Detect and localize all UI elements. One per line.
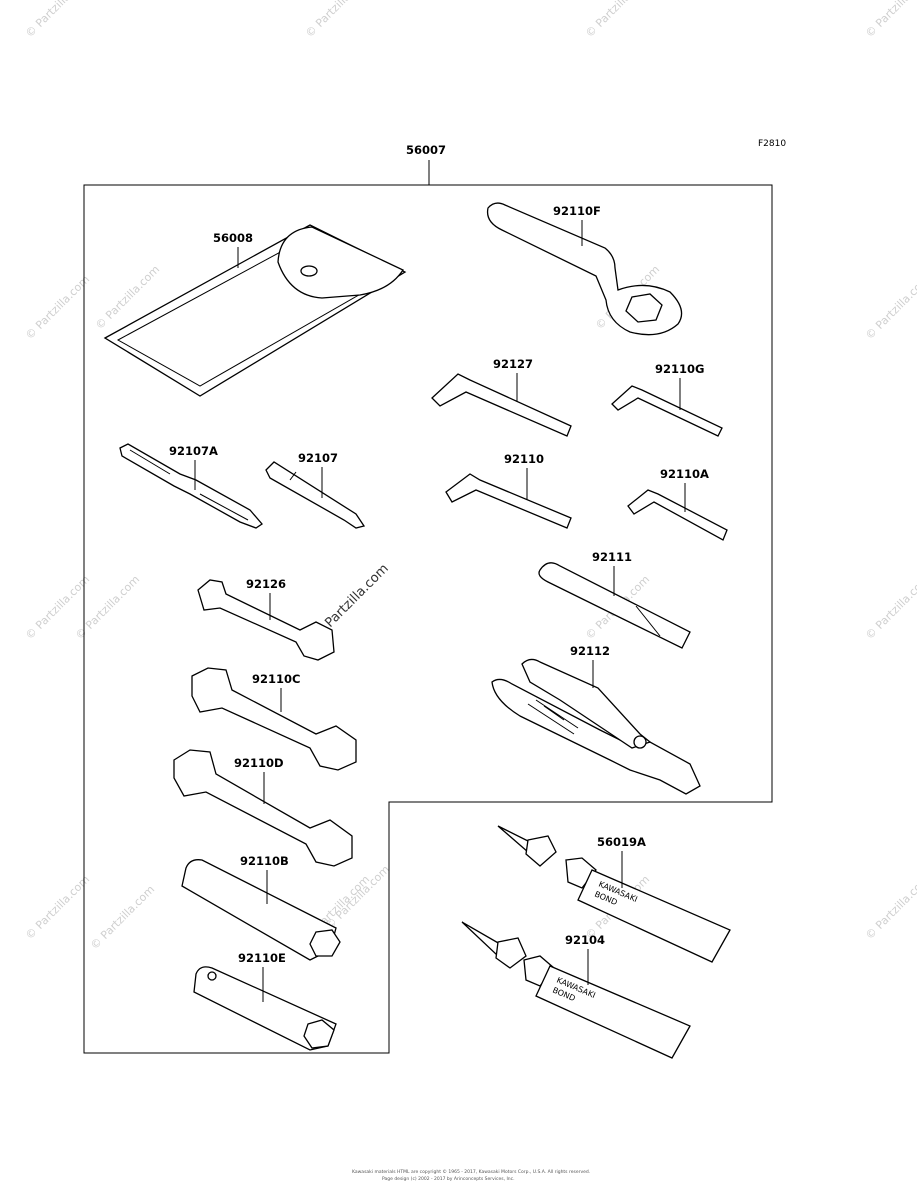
watermark: © Partzilla.com bbox=[863, 573, 917, 642]
screwdriver-92107: 92107 bbox=[265, 451, 366, 529]
part-label-92110: 92110 bbox=[504, 452, 544, 466]
copyright-line1: Kawasaki materials HTML are copyright © … bbox=[352, 1168, 590, 1175]
socket-92110B: 92110B bbox=[181, 854, 341, 961]
part-label-92111: 92111 bbox=[592, 550, 632, 564]
copyright-line2: Page design (c) 2002 - 2017 by Arinconce… bbox=[382, 1176, 515, 1182]
watermark: © Partzilla.com bbox=[583, 0, 652, 40]
watermark: © Partzilla.com bbox=[303, 0, 372, 40]
assembly-label: 56007 bbox=[406, 143, 446, 157]
part-label-92112: 92112 bbox=[570, 644, 610, 658]
watermark: © Partzilla.com bbox=[23, 273, 92, 342]
part-label-92110G: 92110G bbox=[655, 362, 704, 376]
part-label-92104: 92104 bbox=[565, 933, 605, 947]
watermark: © Partzilla.com bbox=[323, 863, 392, 932]
bond-tube-92104: KAWASAKI BOND 92104 bbox=[461, 921, 691, 1059]
part-label-92110F: 92110F bbox=[553, 204, 601, 218]
watermark: © Partzilla.com bbox=[23, 0, 92, 40]
part-label-92126: 92126 bbox=[246, 577, 286, 591]
socket-92110E: 92110E bbox=[193, 951, 337, 1051]
figure-ref: F2810 bbox=[758, 139, 786, 149]
hex-key-92110A: 92110A bbox=[627, 467, 728, 541]
part-label-56008: 56008 bbox=[213, 231, 253, 245]
watermark: © Partzilla.com bbox=[88, 883, 157, 952]
part-label-92110E: 92110E bbox=[238, 951, 286, 965]
part-label-92110A: 92110A bbox=[660, 467, 709, 481]
screwdriver-bit-92107A: 92107A bbox=[119, 443, 263, 529]
watermark: © Partzilla.com bbox=[23, 873, 92, 942]
tool-bag-56008: 56008 bbox=[103, 224, 407, 397]
watermark: © Partzilla.com bbox=[863, 0, 917, 40]
box-wrench-92110F: 92110F bbox=[486, 202, 683, 336]
hex-key-92110G: 92110G bbox=[611, 362, 723, 437]
wrench-92126: 92126 bbox=[197, 577, 335, 661]
part-label-92110B: 92110B bbox=[240, 854, 289, 868]
tube-handle-92111: 92111 bbox=[538, 550, 691, 649]
part-label-92127: 92127 bbox=[493, 357, 533, 371]
hex-key-92110: 92110 bbox=[445, 452, 572, 529]
watermark: © Partzilla.com bbox=[863, 873, 917, 942]
part-label-92107A: 92107A bbox=[169, 444, 218, 458]
wrench-92110C: 92110C bbox=[191, 667, 357, 771]
hex-key-92127: 92127 bbox=[431, 357, 572, 437]
watermark: © Partzilla.com bbox=[863, 273, 917, 342]
pliers-92112: 92112 bbox=[491, 644, 701, 795]
bond-tube-56019A: KAWASAKI BOND 56019A bbox=[497, 825, 731, 963]
wrench-92110D: 92110D bbox=[173, 749, 353, 867]
part-label-92110C: 92110C bbox=[252, 672, 300, 686]
part-label-92110D: 92110D bbox=[234, 756, 284, 770]
kit-frame bbox=[83, 184, 773, 1054]
part-label-92107: 92107 bbox=[298, 451, 338, 465]
part-label-56019A: 56019A bbox=[597, 835, 646, 849]
